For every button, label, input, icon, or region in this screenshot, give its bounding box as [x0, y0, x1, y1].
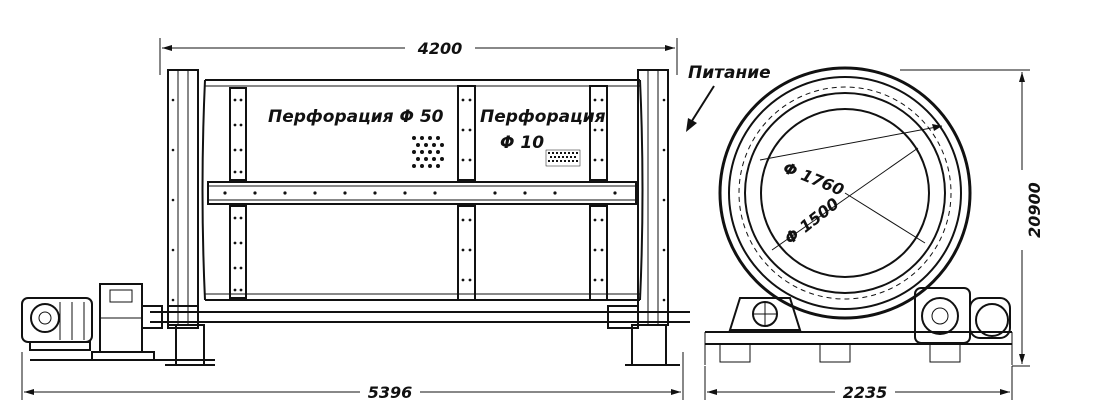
perforation-10-label-line2: Φ 10: [500, 133, 544, 153]
feed-arrow-icon: [686, 85, 715, 132]
roller-bearing-left: [728, 297, 802, 331]
dimension-4200: 4200: [159, 38, 678, 75]
dimension-label-20900: 20900: [1025, 182, 1044, 238]
support-stand-right: [625, 69, 680, 366]
dimension-5396: 5396: [21, 352, 684, 402]
support-stand-left: [165, 69, 215, 366]
end-view: Φ 1760 Φ 1500: [704, 66, 1044, 402]
dimension-label-5396: 5396: [368, 383, 413, 402]
electric-motor: [21, 297, 93, 351]
gear-reducer: [91, 283, 163, 361]
diameter-1760-line: [759, 125, 943, 161]
perforation-50-pattern: [412, 136, 444, 168]
end-view-base: [704, 331, 1013, 365]
drum-end-rings: [718, 66, 972, 320]
dimension-label-4200: 4200: [417, 39, 463, 58]
dimension-20900: 20900: [900, 69, 1044, 367]
perforation-10-pattern: [545, 149, 581, 167]
drum-strip-right: [589, 85, 608, 301]
diameter-1760-label: Φ 1760: [781, 158, 847, 199]
drum-axial-beam: [207, 181, 637, 205]
feed-label: Питание: [688, 63, 771, 83]
drive-shaft: [150, 305, 690, 329]
diameter-1500-label: Φ 1500: [781, 194, 843, 248]
end-view-gearbox: [914, 287, 1011, 344]
perforation-10-label-line1: Перфорация: [480, 107, 606, 127]
drum-strip-left: [229, 87, 247, 299]
diameter-1500-line: [771, 147, 919, 251]
side-view: 4200: [21, 38, 771, 402]
drum-strip-middle: [457, 85, 476, 301]
screen-drum: [201, 79, 644, 301]
perforation-50-label: Перфорация Φ 50: [268, 107, 444, 127]
dimension-2235: 2235: [704, 366, 1013, 402]
dimension-label-2235: 2235: [843, 383, 888, 402]
